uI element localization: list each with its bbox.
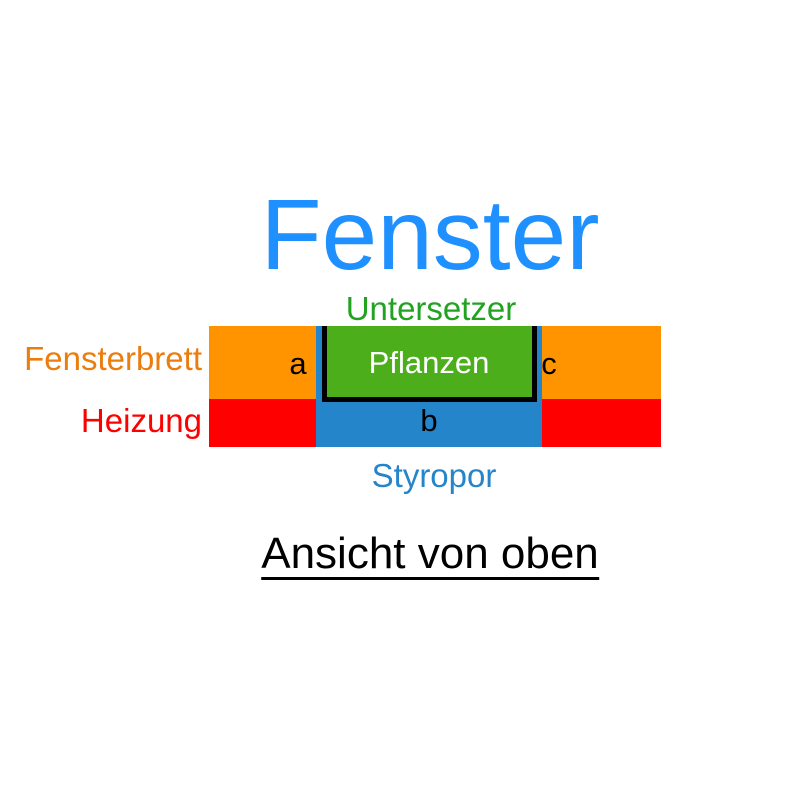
dimension-letter-b: b (420, 403, 438, 438)
styropor-label: Styropor (371, 457, 497, 494)
plants-box (322, 326, 537, 402)
fensterbrett-label: Fensterbrett (24, 340, 202, 377)
untersetzer-label: Untersetzer (345, 290, 517, 327)
dimension-letter-c: c (541, 346, 557, 381)
dimension-letter-a: a (289, 346, 307, 381)
view-caption: Ansicht von oben (261, 529, 599, 580)
pflanzen-label: Pflanzen (368, 345, 490, 380)
window-title: Fenster (260, 179, 600, 291)
heizung-label: Heizung (80, 402, 202, 439)
